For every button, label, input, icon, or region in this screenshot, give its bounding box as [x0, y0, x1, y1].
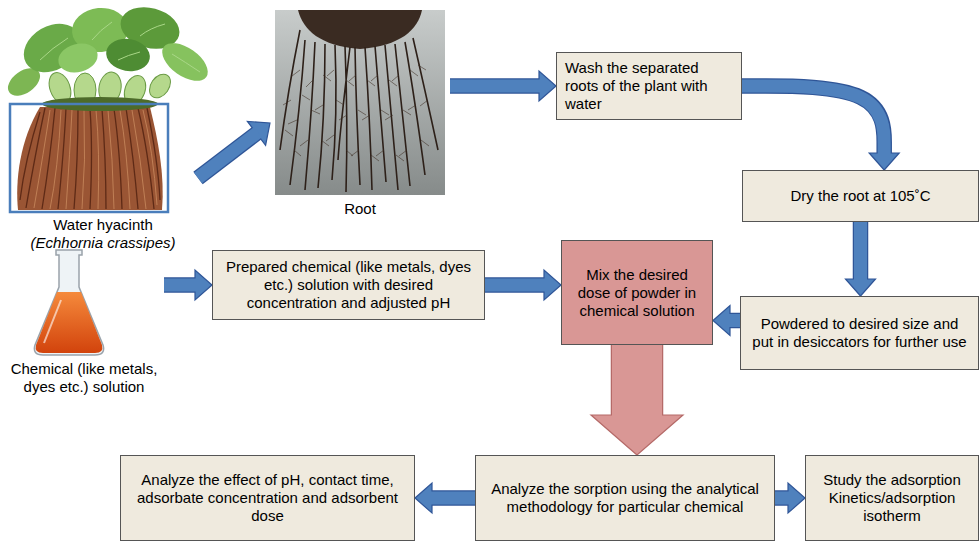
root-highlight-frame: [10, 104, 168, 212]
leaf: [104, 35, 153, 74]
flow-arrow: [485, 270, 561, 300]
glass-highlight: [44, 300, 61, 343]
arrow-shaft: [728, 314, 740, 327]
process-box: Dry the root at 105˚C: [742, 170, 979, 222]
arrow-shaft: [430, 492, 475, 505]
arrow-shaft: [612, 345, 662, 417]
box-text: Study the adsorption Kinetics/adsorption…: [814, 471, 970, 525]
flow-arrow: [450, 71, 556, 101]
flow-arrow: [164, 270, 212, 300]
flow-arrow: [415, 483, 475, 513]
process-box: Wash the separated roots of the plant wi…: [556, 52, 742, 120]
box-text: Analyze the effect of pH, contact time, …: [129, 471, 406, 525]
root-fibers: [280, 30, 438, 192]
arrow-head: [195, 270, 212, 300]
flask-glass: [34, 250, 103, 355]
flask-illustration: [34, 250, 103, 355]
arrow-shaft: [485, 279, 546, 292]
arrow-shaft: [775, 492, 790, 505]
flow-arrow: [591, 345, 683, 455]
arrow-head: [713, 306, 730, 336]
arrow-head: [544, 270, 561, 300]
flask-liquid: [36, 292, 103, 353]
flow-arrow: [775, 483, 805, 513]
box-text: Powdered to desired size and put in desi…: [749, 315, 970, 351]
water-hyacinth-photo: [3, 1, 214, 212]
photo-node: Water hyacinth(Echhornia crassipes): [8, 8, 198, 252]
leaf-veins: [40, 22, 200, 72]
arrow-shaft: [164, 279, 197, 292]
arrow-shaft: [198, 132, 258, 178]
image-caption: Chemical (like metals, dyes etc.) soluti…: [4, 360, 164, 396]
arrow-head: [869, 153, 899, 170]
root-strands: [34, 110, 157, 209]
flow-arrow: [742, 86, 899, 170]
process-box: Analyze the effect of pH, contact time, …: [120, 455, 415, 541]
arrow-head: [788, 483, 805, 513]
arrow-head: [591, 415, 683, 455]
arrow-head: [539, 71, 556, 101]
flow-arrow: [713, 306, 740, 336]
root-hairs: [283, 65, 429, 161]
flow-arrow: [846, 222, 876, 296]
arrow-shaft: [742, 86, 884, 155]
image-caption: (Echhornia crassipes): [8, 234, 198, 252]
box-text: Mix the desired dose of powder in chemic…: [570, 266, 704, 320]
arrow-shaft: [854, 222, 867, 281]
box-text: Prepared chemical (like metals, dyes etc…: [221, 258, 476, 312]
photo-background: [275, 10, 445, 195]
petiole: [145, 70, 175, 102]
image-caption: Root: [270, 200, 450, 218]
root-crown: [298, 10, 422, 49]
arrow-head: [415, 483, 432, 513]
root-photo: [275, 10, 445, 195]
process-box: Powdered to desired size and put in desi…: [740, 296, 979, 370]
process-box: Mix the desired dose of powder in chemic…: [561, 240, 713, 345]
photo-node: Root: [270, 8, 450, 218]
box-text: Dry the root at 105˚C: [751, 187, 970, 205]
arrow-shaft: [450, 80, 541, 93]
root-strands: [20, 108, 160, 209]
box-text: Analyze the sorption using the analytica…: [484, 480, 766, 516]
arrow-head: [846, 279, 876, 296]
process-box: Analyze the sorption using the analytica…: [475, 455, 775, 541]
flow-arrow: [198, 121, 270, 178]
process-box: Prepared chemical (like metals, dyes etc…: [212, 250, 485, 320]
image-caption: Water hyacinth: [8, 216, 198, 234]
process-box: Study the adsorption Kinetics/adsorption…: [805, 455, 979, 541]
box-text: Wash the separated roots of the plant wi…: [565, 59, 733, 113]
root-mass: [17, 107, 163, 210]
flask-node: Chemical (like metals, dyes etc.) soluti…: [4, 248, 164, 396]
leaf: [55, 39, 101, 76]
